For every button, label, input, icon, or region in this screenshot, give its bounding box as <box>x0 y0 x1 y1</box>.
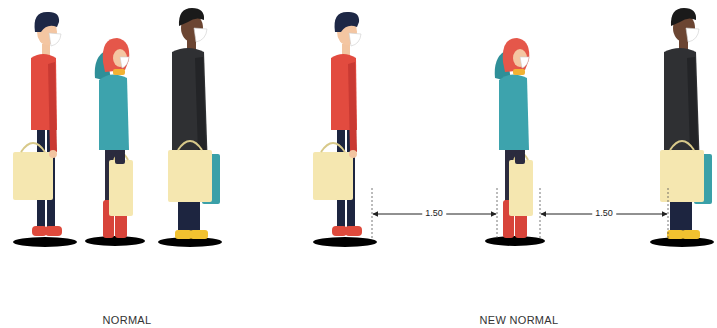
dimension-label: 1.50 <box>592 209 616 219</box>
person-dark-coat <box>650 8 714 247</box>
extension-line <box>668 188 669 238</box>
extension-line <box>497 188 498 238</box>
person-red-sweater <box>13 12 77 247</box>
extension-lines <box>372 188 668 238</box>
person-teal-jacket <box>485 38 545 246</box>
person-teal-jacket <box>85 38 145 246</box>
extension-line <box>540 188 541 238</box>
group-caption: NEW NORMAL <box>480 314 559 326</box>
person-dark-coat <box>158 8 222 247</box>
extension-line <box>372 188 373 238</box>
group-caption: NORMAL <box>103 314 152 326</box>
dimension-label: 1.50 <box>422 209 446 219</box>
person-red-sweater <box>313 12 377 247</box>
